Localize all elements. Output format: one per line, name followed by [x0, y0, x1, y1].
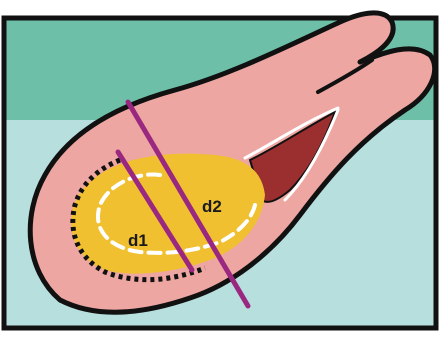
- label-d1: d1: [128, 231, 148, 250]
- label-d2: d2: [202, 197, 222, 216]
